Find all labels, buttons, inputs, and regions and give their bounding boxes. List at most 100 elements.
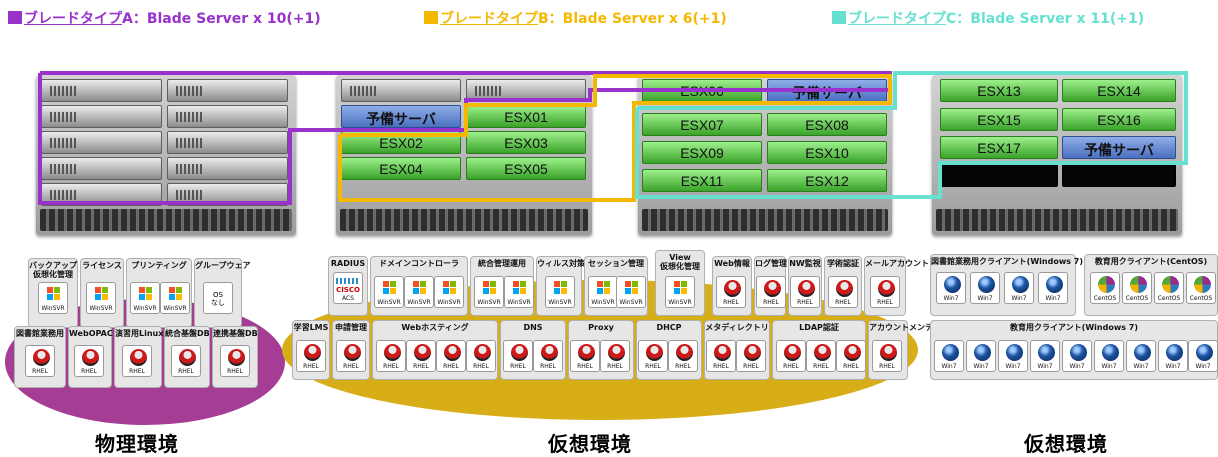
legend-swatch: [8, 11, 22, 24]
blade-spare: 予備サーバ: [1062, 136, 1176, 159]
blade-esx03: ESX03: [466, 131, 586, 154]
centos-client-icon: CentOS: [1090, 272, 1120, 304]
icon-caption: CentOS: [1157, 295, 1181, 302]
redhat-icon: RHEL: [828, 276, 858, 308]
icon-caption: CentOS: [1093, 295, 1117, 302]
blade-slot: [341, 79, 461, 102]
redhat-icon: RHEL: [570, 340, 600, 372]
redhat-icon: RHEL: [790, 276, 820, 308]
windows7-client-icon: Win7: [1038, 272, 1068, 304]
redhat-icon: RHEL: [122, 345, 152, 377]
chassis-4: ESX13 ESX14 ESX15 ESX16 ESX17 予備サーバ: [932, 75, 1182, 235]
windows7-client-icon: Win7: [970, 272, 1000, 304]
blade-esx13: ESX13: [940, 79, 1058, 102]
icon-caption: RHEL: [510, 363, 526, 370]
redhat-icon: RHEL: [376, 340, 406, 372]
redhat-icon: RHEL: [600, 340, 630, 372]
blade-esx16: ESX16: [1062, 108, 1176, 131]
redhat-icon: RHEL: [736, 340, 766, 372]
icon-caption: WinSVR: [477, 299, 501, 306]
icon-caption: RHEL: [303, 363, 319, 370]
redhat-icon: RHEL: [436, 340, 466, 372]
icon-caption: RHEL: [178, 368, 194, 375]
redhat-icon: RHEL: [503, 340, 533, 372]
icon-caption: RHEL: [675, 363, 691, 370]
icon-caption: RHEL: [443, 363, 459, 370]
fan-tray: [40, 209, 292, 231]
icon-caption: Win7: [977, 295, 993, 302]
redhat-icon: RHEL: [336, 340, 366, 372]
blade-esx17: ESX17: [940, 136, 1058, 159]
icon-caption: RHEL: [645, 363, 661, 370]
windows7-client-icon: Win7: [1062, 340, 1092, 372]
chassis-1: [36, 75, 296, 235]
windows-server-icon: WinSVR: [504, 276, 534, 308]
env-physical-label: 物理環境: [95, 432, 179, 456]
icon-caption: RHEL: [577, 363, 593, 370]
redhat-icon: RHEL: [406, 340, 436, 372]
windows-server-icon: WinSVR: [130, 282, 160, 314]
windows-server-icon: WinSVR: [38, 282, 68, 314]
windows-server-icon: WinSVR: [665, 276, 695, 308]
windows-server-icon: WinSVR: [545, 276, 575, 308]
icon-caption: RHEL: [383, 363, 399, 370]
redhat-icon: RHEL: [836, 340, 866, 372]
icon-caption: WinSVR: [591, 299, 615, 306]
no-os-icon: OS なし: [203, 282, 233, 314]
icon-caption: WinSVR: [133, 305, 157, 312]
icon-caption: RHEL: [413, 363, 429, 370]
type-c-outline: [635, 71, 1188, 199]
icon-caption: Win7: [1045, 295, 1061, 302]
icon-caption: RHEL: [227, 368, 243, 375]
centos-client-icon: CentOS: [1122, 272, 1152, 304]
icon-caption: RHEL: [783, 363, 799, 370]
icon-caption: Win7: [1133, 363, 1149, 370]
icon-caption: Win7: [1037, 363, 1053, 370]
blade-esx12: ESX12: [767, 169, 887, 192]
blade-esx14: ESX14: [1062, 79, 1176, 102]
redhat-icon: RHEL: [668, 340, 698, 372]
redhat-icon: RHEL: [25, 345, 55, 377]
icon-caption: WinSVR: [377, 299, 401, 306]
icon-caption: WinSVR: [41, 305, 65, 312]
blade-slot: [167, 131, 288, 154]
centos-client-icon: CentOS: [1186, 272, 1216, 304]
icon-caption: WinSVR: [407, 299, 431, 306]
icon-caption: RHEL: [835, 299, 851, 306]
type-b-outline: [338, 74, 892, 202]
legend-swatch: [832, 11, 846, 24]
icon-caption: RHEL: [343, 363, 359, 370]
blade-slot: [167, 157, 288, 180]
icon-caption: RHEL: [129, 368, 145, 375]
windows-server-icon: WinSVR: [616, 276, 646, 308]
icon-caption: RHEL: [797, 299, 813, 306]
redhat-icon: RHEL: [716, 276, 746, 308]
icon-caption: Win7: [1069, 363, 1085, 370]
icon-caption: WinSVR: [437, 299, 461, 306]
icon-caption: RHEL: [540, 363, 556, 370]
legend-swatch: [424, 11, 438, 24]
redhat-icon: RHEL: [776, 340, 806, 372]
redhat-icon: RHEL: [466, 340, 496, 372]
legend-type-b: ブレードタイプB：Blade Server x 6(+1): [424, 8, 727, 28]
icon-caption: Win7: [941, 363, 957, 370]
icon-caption: Win7: [943, 295, 959, 302]
windows-server-icon: WinSVR: [588, 276, 618, 308]
legend-type-a: ブレードタイプA：Blade Server x 10(+1): [8, 8, 321, 28]
blade-esx10: ESX10: [767, 141, 887, 164]
redhat-icon: RHEL: [296, 340, 326, 372]
windows-server-icon: WinSVR: [160, 282, 190, 314]
blade-esx08: ESX08: [767, 113, 887, 136]
icon-caption: WinSVR: [163, 305, 187, 312]
blade-slot: [41, 183, 162, 206]
icon-caption: RHEL: [32, 368, 48, 375]
env-virtual-label: 仮想環境: [548, 432, 632, 456]
icon-caption: RHEL: [879, 363, 895, 370]
fan-tray: [642, 209, 888, 231]
windows-server-icon: WinSVR: [86, 282, 116, 314]
redhat-icon: RHEL: [756, 276, 786, 308]
icon-caption: WinSVR: [507, 299, 531, 306]
windows-server-icon: WinSVR: [434, 276, 464, 308]
